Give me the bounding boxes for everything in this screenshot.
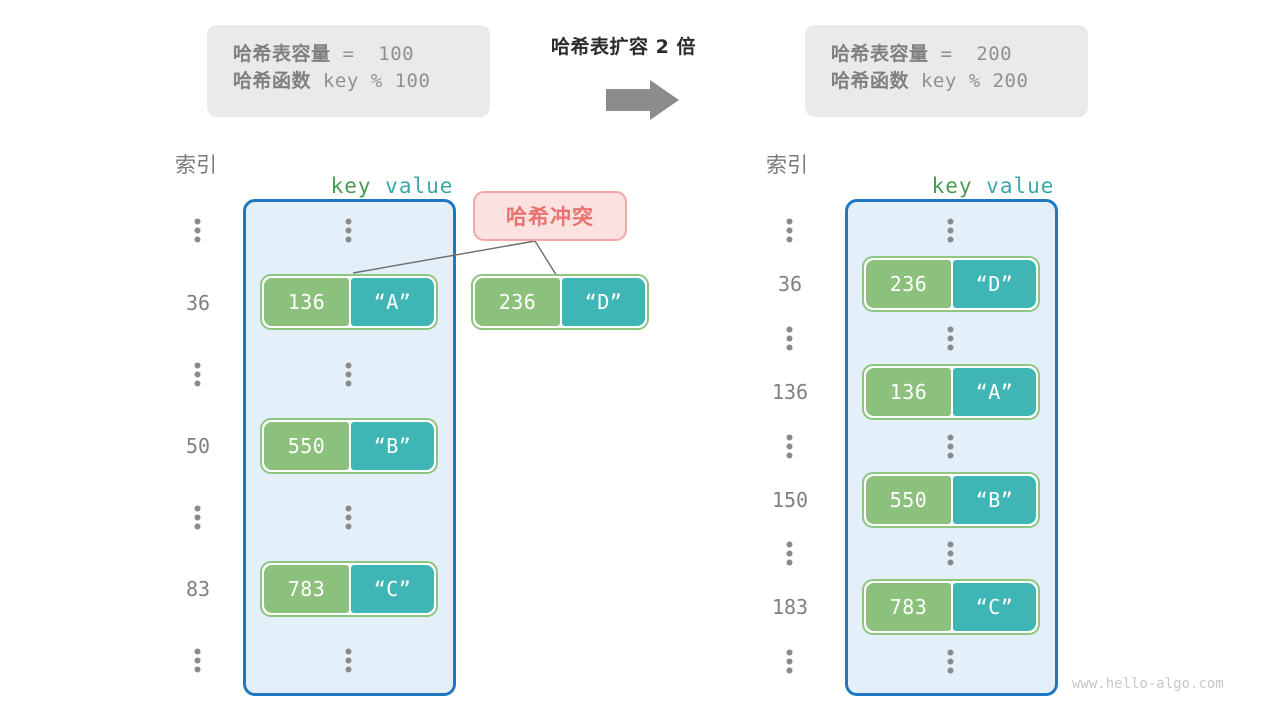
right-pair-key-1: 236	[866, 260, 951, 308]
right-value-header: value	[986, 174, 1055, 198]
right-pair-value-3: “A”	[953, 368, 1036, 416]
collision-pair-value: “D”	[562, 278, 645, 326]
right-pair-5: 550 “B”	[862, 472, 1040, 528]
right-info-function-line: 哈希函数 key % 200	[831, 68, 1062, 95]
left-pair-3: 550 “B”	[260, 418, 438, 474]
left-info-box: 哈希表容量 = 100 哈希函数 key % 100	[207, 25, 490, 117]
right-info-function-label: 哈希函数	[831, 69, 910, 92]
left-pair-1: 136 “A”	[260, 274, 438, 330]
left-pair-5: 783 “C”	[260, 561, 438, 617]
right-pair-key-3: 136	[866, 368, 951, 416]
left-index-ellipsis-2	[194, 362, 202, 388]
right-kv-header: key value	[877, 150, 1054, 222]
left-info-capacity-value: = 100	[330, 43, 415, 65]
left-pair-value-5: “C”	[351, 565, 434, 613]
hash-collision-badge: 哈希冲突	[473, 191, 627, 241]
left-slot-ellipsis-2	[345, 362, 353, 388]
right-info-box: 哈希表容量 = 200 哈希函数 key % 200	[805, 25, 1088, 117]
left-pair-value-3: “B”	[351, 422, 434, 470]
right-info-function-value: key % 200	[909, 69, 1029, 92]
right-info-capacity-label: 哈希表容量	[831, 43, 929, 65]
collision-pair-key: 236	[475, 278, 560, 326]
collision-pair: 236 “D”	[471, 274, 649, 330]
right-index-header: 索引	[766, 153, 808, 177]
right-info-capacity-value: = 200	[928, 43, 1013, 65]
left-key-header: key	[330, 174, 372, 198]
left-pair-key-3: 550	[264, 422, 349, 470]
left-slot-ellipsis-0	[345, 218, 353, 244]
left-index-label-5: 83	[185, 577, 211, 601]
left-pair-key-5: 783	[264, 565, 349, 613]
left-slot-ellipsis-6	[345, 648, 353, 674]
left-index-header: 索引	[175, 153, 217, 177]
right-index-label-7: 183	[771, 595, 809, 619]
right-pair-3: 136 “A”	[862, 364, 1040, 420]
left-info-function-value: key % 100	[311, 69, 431, 92]
left-info-function-label: 哈希函数	[233, 69, 312, 92]
right-index-ellipsis-2	[786, 326, 794, 352]
left-slot-ellipsis-4	[345, 505, 353, 531]
left-index-ellipsis-6	[194, 648, 202, 674]
right-index-ellipsis-8	[786, 649, 794, 675]
hash-collision-label: 哈希冲突	[506, 205, 594, 229]
right-pair-value-7: “C”	[953, 583, 1036, 631]
left-pair-key-1: 136	[264, 278, 349, 326]
left-info-capacity-label: 哈希表容量	[233, 43, 331, 65]
watermark: www.hello-algo.com	[1072, 676, 1224, 692]
right-pair-value-1: “D”	[953, 260, 1036, 308]
left-index-label-1: 36	[185, 291, 211, 315]
left-index-ellipsis-4	[194, 505, 202, 531]
right-arrow-icon	[606, 79, 680, 121]
left-info-capacity-line: 哈希表容量 = 100	[233, 41, 464, 68]
right-key-header: key	[931, 174, 973, 198]
right-info-capacity-line: 哈希表容量 = 200	[831, 41, 1062, 68]
right-index-ellipsis-4	[786, 434, 794, 460]
left-index-label-3: 50	[185, 434, 211, 458]
right-slot-ellipsis-2	[947, 326, 955, 352]
right-pair-key-5: 550	[866, 476, 951, 524]
left-kv-header: key value	[276, 150, 453, 222]
right-slot-ellipsis-0	[947, 218, 955, 244]
right-index-label-1: 36	[777, 272, 803, 296]
left-index-ellipsis-0	[194, 218, 202, 244]
right-slot-ellipsis-4	[947, 434, 955, 460]
right-slot-ellipsis-6	[947, 541, 955, 567]
right-pair-1: 236 “D”	[862, 256, 1040, 312]
left-value-header: value	[385, 174, 454, 198]
right-index-ellipsis-0	[786, 218, 794, 244]
right-pair-7: 783 “C”	[862, 579, 1040, 635]
left-pair-value-1: “A”	[351, 278, 434, 326]
right-index-ellipsis-6	[786, 541, 794, 567]
right-slot-ellipsis-8	[947, 649, 955, 675]
left-info-function-line: 哈希函数 key % 100	[233, 68, 464, 95]
right-pair-key-7: 783	[866, 583, 951, 631]
right-index-label-5: 150	[771, 488, 809, 512]
center-title: 哈希表扩容 2 倍	[551, 36, 696, 58]
right-index-label-3: 136	[771, 380, 809, 404]
right-pair-value-5: “B”	[953, 476, 1036, 524]
